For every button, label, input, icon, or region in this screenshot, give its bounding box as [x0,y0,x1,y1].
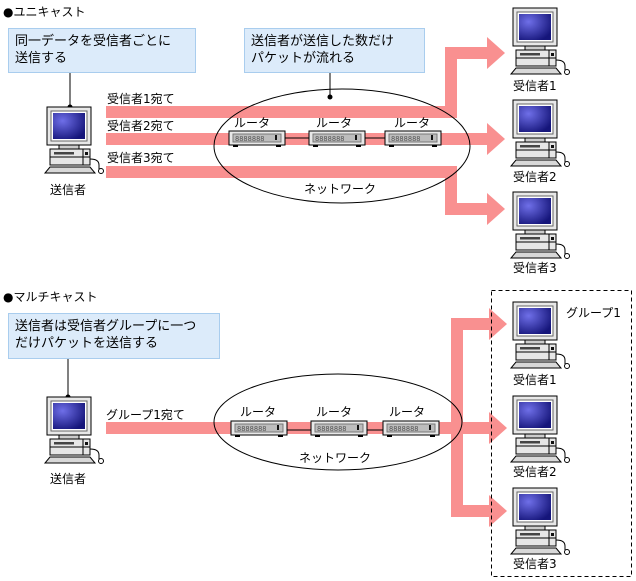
multicast-router-label: ルータ [240,405,277,419]
unicast-receiver1-computer-icon [510,7,570,75]
unicast-callout-network: 送信者が送信した数だけ パケットが流れる [244,28,425,73]
leader-dot [327,94,333,100]
multicast-receiver-label-2: 受信者2 [513,465,557,479]
unicast-flow-arrow-3 [106,166,505,225]
unicast-router-icon [228,130,286,148]
unicast-flow-label-3: 受信者3宛て [107,151,175,165]
multicast-heading: ●マルチキャスト [3,290,98,304]
multicast-receiver-label-1: 受信者1 [513,373,557,387]
multicast-group-dashed-box [491,290,632,577]
multicast-sender-computer-icon [44,396,104,464]
multicast-sender-label: 送信者 [50,472,87,486]
multicast-callout-sender: 送信者は受信者グループに一つ だけパケットを送信する [8,313,220,359]
unicast-receiver2-computer-icon [510,99,570,167]
unicast-receiver3-computer-icon [510,191,570,259]
multicast-network-label: ネットワーク [299,451,372,465]
multicast-network-ellipse [213,373,463,471]
multicast-router-icon [230,420,288,438]
unicast-receiver-label-1: 受信者1 [513,79,557,93]
unicast-router-icon [384,130,442,148]
unicast-flow-arrow-1 [106,37,505,118]
unicast-flow-label-1: 受信者1宛て [107,92,175,106]
unicast-receiver-label-2: 受信者2 [513,170,557,184]
unicast-router-label: ルータ [234,116,271,130]
multicast-receiver1-computer-icon [510,301,570,369]
unicast-router-label: ルータ [394,116,431,130]
multicast-flow-label: グループ1宛て [106,408,185,422]
unicast-flow-label-2: 受信者2宛て [107,119,175,133]
multicast-receiver3-computer-icon [510,487,570,555]
unicast-heading: ●ユニキャスト [3,5,86,19]
multicast-router-label: ルータ [316,405,353,419]
unicast-sender-label: 送信者 [50,183,87,197]
unicast-network-ellipse [213,88,471,204]
unicast-network-label: ネットワーク [304,182,377,196]
unicast-router-icon [308,130,366,148]
unicast-callout-sender: 同一データを受信者ごとに 送信する [8,28,196,73]
unicast-router-label: ルータ [316,116,353,130]
multicast-router-icon [310,420,368,438]
multicast-router-label: ルータ [389,405,426,419]
multicast-group-label: グループ1 [566,306,621,320]
multicast-receiver2-computer-icon [510,395,570,463]
multicast-receiver-label-3: 受信者3 [513,557,557,571]
unicast-sender-computer-icon [44,106,104,174]
unicast-receiver-label-3: 受信者3 [513,261,557,275]
multicast-router-icon [382,420,440,438]
